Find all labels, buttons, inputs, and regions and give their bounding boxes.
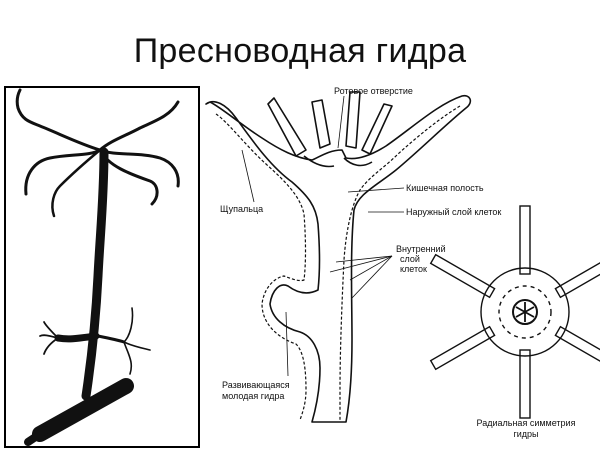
label-symmetry-1: Радиальная симметрия [476, 418, 576, 428]
label-mouth: Ротовое отверстие [334, 86, 413, 96]
label-inner-layer-3: клеток [400, 264, 427, 274]
hydra-photo-panel [0, 86, 205, 450]
hydra-drawing [15, 88, 180, 446]
slide-title: Пресноводная гидра [133, 32, 467, 70]
label-outer-layer: Наружный слой клеток [406, 207, 502, 217]
label-inner-layer-2: слой [400, 254, 420, 264]
label-bud-1: Развивающаяся [222, 380, 290, 390]
label-tentacles: Щупальца [220, 204, 264, 214]
label-inner-layer-1: Внутренний [396, 244, 446, 254]
label-bud-2: молодая гидра [222, 391, 285, 401]
label-gut-cavity: Кишечная полость [406, 183, 484, 193]
label-symmetry-2: гидры [513, 429, 539, 439]
hydra-photo-frame [4, 86, 200, 448]
